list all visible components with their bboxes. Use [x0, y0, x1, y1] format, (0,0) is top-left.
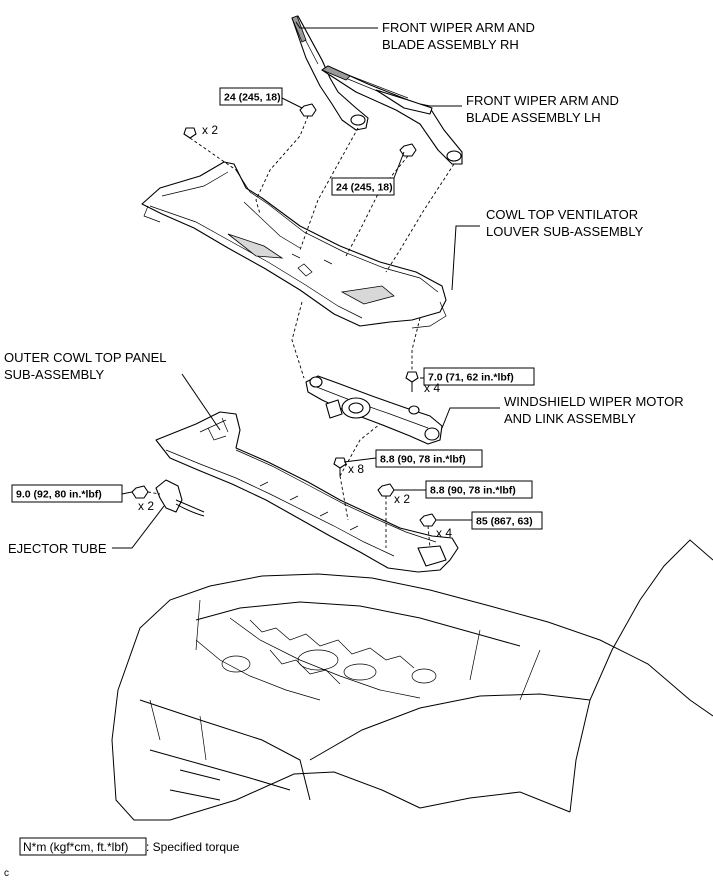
nut-icon-panel: [377, 483, 395, 497]
torque-box-motor-bolt: 7.0 (71, 62 in.*lbf): [423, 367, 535, 386]
torque-wiper-rh: 24 (245, 18): [224, 92, 281, 104]
front-wiper-arm-lh: [321, 65, 463, 165]
bolt-icon-motor: [405, 371, 419, 392]
label-wiper-motor-line2: AND LINK ASSEMBLY: [504, 411, 636, 426]
label-wiper-motor-line1: WINDSHIELD WIPER MOTOR: [504, 394, 684, 409]
leader-lines: [112, 21, 500, 549]
part-labels: FRONT WIPER ARM AND BLADE ASSEMBLY RH FR…: [4, 20, 684, 556]
torque-box-panel-nut-large: 85 (867, 63): [471, 511, 543, 530]
ejector-tube-bracket: [155, 479, 205, 517]
nut-icon-lh: [399, 143, 417, 157]
nut-icon-large: [419, 513, 437, 527]
nut-icon-ejector: [131, 485, 149, 499]
clip-icon: [183, 127, 197, 139]
qty-panel-bolt: x 8: [348, 462, 364, 476]
torque-callouts: 24 (245, 18) 24 (245, 18) 7.0 (71, 62 in…: [11, 87, 543, 530]
torque-box-panel-bolt: 8.8 (90, 78 in.*lbf): [375, 449, 483, 468]
fasteners: [131, 103, 437, 527]
torque-wiper-lh: 24 (245, 18): [336, 182, 393, 194]
torque-panel-nut-large: 85 (867, 63): [476, 516, 533, 528]
torque-ejector-nut: 9.0 (92, 80 in.*lbf): [16, 489, 102, 501]
label-cowl-louver-line2: LOUVER SUB-ASSEMBLY: [486, 224, 644, 239]
front-wiper-arm-rh: [291, 15, 369, 131]
legend-unit: N*m (kgf*cm, ft.*lbf): [23, 840, 128, 854]
label-wiper-rh-line2: BLADE ASSEMBLY RH: [382, 37, 519, 52]
torque-box-ejector-nut: 9.0 (92, 80 in.*lbf): [11, 484, 123, 503]
torque-panel-bolt: 8.8 (90, 78 in.*lbf): [380, 454, 466, 466]
qty-motor-bolt: x 4: [424, 381, 440, 395]
vehicle-front-outline: [111, 539, 713, 821]
outer-cowl-top-panel: [155, 411, 459, 573]
cowl-top-ventilator-louver: [141, 161, 447, 329]
qty-panel-nut-large: x 4: [436, 526, 452, 540]
label-outer-panel-line1: OUTER COWL TOP PANEL: [4, 350, 167, 365]
bolt-icon-panel: [333, 457, 347, 476]
qty-ejector: x 2: [138, 499, 154, 513]
quantity-marks: x 2 x 4 x 8 x 2 x 4 x 2: [138, 123, 452, 540]
torque-panel-nut: 8.8 (90, 78 in.*lbf): [430, 485, 516, 497]
torque-box-wiper-lh: 24 (245, 18): [331, 177, 395, 196]
label-wiper-lh-line1: FRONT WIPER ARM AND: [466, 93, 619, 108]
label-ejector-tube: EJECTOR TUBE: [8, 541, 107, 556]
label-cowl-louver-line1: COWL TOP VENTILATOR: [486, 207, 638, 222]
assembly-guide-lines: [147, 115, 455, 549]
label-outer-panel-line2: SUB-ASSEMBLY: [4, 367, 105, 382]
torque-legend: N*m (kgf*cm, ft.*lbf) : Specified torque: [19, 837, 240, 856]
label-wiper-lh-line2: BLADE ASSEMBLY LH: [466, 110, 601, 125]
qty-panel-nut: x 2: [394, 492, 410, 506]
legend-text: : Specified torque: [146, 840, 240, 854]
torque-motor-bolt: 7.0 (71, 62 in.*lbf): [428, 372, 514, 384]
label-wiper-rh-line1: FRONT WIPER ARM AND: [382, 20, 535, 35]
windshield-wiper-motor-link: [305, 375, 443, 445]
corner-mark: c: [4, 868, 9, 879]
torque-box-wiper-rh: 24 (245, 18): [219, 87, 283, 106]
torque-box-panel-nut: 8.8 (90, 78 in.*lbf): [425, 480, 533, 499]
nut-icon-rh: [299, 103, 317, 117]
qty-clip-top: x 2: [202, 123, 218, 137]
